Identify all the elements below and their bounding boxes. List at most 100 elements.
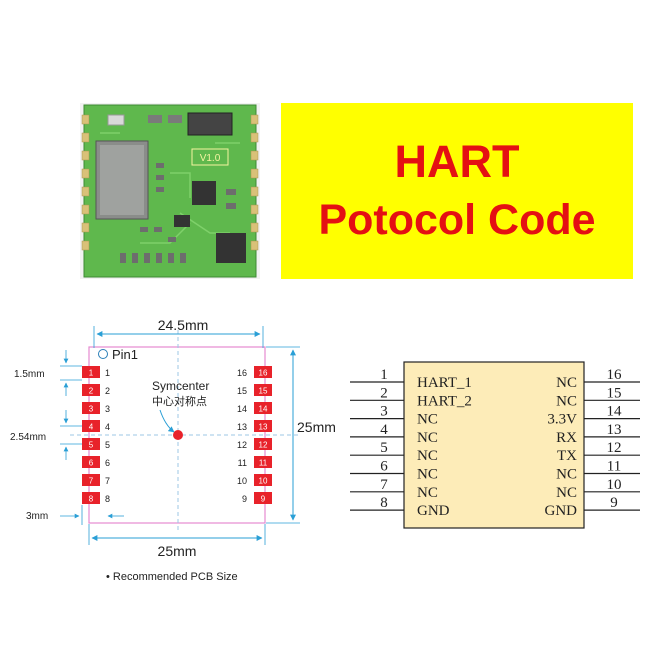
pad-number-inner: 16 — [259, 369, 268, 378]
pad-right-16 — [254, 366, 272, 378]
pad-number-inner: 5 — [89, 441, 94, 450]
pad-number-inner: 13 — [259, 423, 268, 432]
pin-number-left: 1 — [380, 367, 388, 383]
pad-number-label: 4 — [105, 422, 110, 432]
pin-name-left: HART_1 — [417, 375, 472, 391]
pin-number-left: 4 — [380, 422, 388, 438]
pad-number-inner: 10 — [259, 477, 268, 486]
pin-name-right: RX — [556, 430, 577, 446]
pin-number-left: 5 — [380, 440, 388, 456]
dim-width-top: 24.5mm — [158, 317, 209, 333]
pad-number-label: 3 — [105, 404, 110, 414]
pad-left-5 — [82, 438, 100, 450]
pin-number-right: 10 — [607, 477, 622, 493]
pin-name-left: GND — [417, 503, 450, 519]
title-line-1: HART — [394, 136, 520, 187]
pad-number-label: 9 — [242, 494, 247, 504]
pin-number-right: 13 — [607, 422, 622, 438]
pad-number-label: 7 — [105, 476, 110, 486]
dim-pad-width: 3mm — [26, 511, 48, 522]
pin-name-right: 3.3V — [547, 412, 577, 428]
pad-right-10 — [254, 474, 272, 486]
pad-left-2 — [82, 384, 100, 396]
pad-number-inner: 3 — [89, 405, 94, 414]
pin-number-right: 11 — [607, 459, 621, 475]
pad-left-4 — [82, 420, 100, 432]
pad-right-9 — [254, 492, 272, 504]
pad-right-13 — [254, 420, 272, 432]
title-line-2: Potocol Code — [318, 196, 596, 244]
pad-number-inner: 11 — [259, 459, 268, 468]
pad-left-8 — [82, 492, 100, 504]
pad-number-label: 13 — [237, 422, 247, 432]
pad-number-label: 5 — [105, 440, 110, 450]
dim-pitch: 2.54mm — [10, 432, 46, 443]
pad-number-inner: 7 — [89, 477, 94, 486]
pad-right-11 — [254, 456, 272, 468]
pin-name-right: NC — [556, 375, 577, 391]
pin-name-left: NC — [417, 430, 438, 446]
pad-number-inner: 9 — [261, 495, 266, 504]
pin-name-right: TX — [557, 448, 577, 464]
dim-pad-height: 1.5mm — [14, 369, 45, 380]
pin-name-left: NC — [417, 448, 438, 464]
pin-number-right: 15 — [607, 385, 622, 401]
pad-left-7 — [82, 474, 100, 486]
recommended-size-note: • Recommended PCB Size — [106, 571, 238, 583]
pin-name-left: HART_2 — [417, 393, 472, 409]
pin-number-right: 16 — [607, 367, 623, 383]
pad-number-inner: 8 — [89, 495, 94, 504]
dim-width-bottom: 25mm — [158, 543, 197, 559]
pin-number-right: 12 — [607, 440, 622, 456]
pad-number-label: 12 — [237, 440, 247, 450]
silkscreen-version: V1.0 — [200, 153, 221, 164]
pad-number-inner: 1 — [89, 369, 94, 378]
pad-right-14 — [254, 402, 272, 414]
pin-name-left: NC — [417, 467, 438, 483]
ic-body — [403, 361, 585, 529]
pin-name-right: NC — [556, 485, 577, 501]
pad-number-label: 16 — [237, 368, 247, 378]
title-banner — [281, 103, 633, 279]
pad-number-label: 14 — [237, 404, 247, 414]
pad-number-inner: 14 — [259, 405, 268, 414]
pad-number-inner: 15 — [259, 387, 268, 396]
dim-height: 25mm — [297, 419, 336, 435]
pad-number-label: 8 — [105, 494, 110, 504]
pin-name-left: NC — [417, 485, 438, 501]
pad-number-label: 6 — [105, 458, 110, 468]
pad-number-inner: 12 — [259, 441, 268, 450]
pad-number-label: 2 — [105, 386, 110, 396]
pad-number-inner: 2 — [89, 387, 94, 396]
symcenter-label: Symcenter — [152, 379, 209, 393]
pad-right-15 — [254, 384, 272, 396]
pin-number-left: 8 — [380, 495, 388, 511]
symcenter-dot — [173, 430, 183, 440]
pad-number-label: 10 — [237, 476, 247, 486]
pad-left-1 — [82, 366, 100, 378]
symcenter-cn-label: 中心对称点 — [152, 394, 207, 408]
pin-number-left: 7 — [380, 477, 388, 493]
pad-number-label: 15 — [237, 386, 247, 396]
pin-number-right: 9 — [610, 495, 618, 511]
pin-name-left: NC — [417, 412, 438, 428]
pin-number-left: 2 — [380, 385, 388, 401]
pin-name-right: GND — [545, 503, 578, 519]
module-outline — [88, 346, 266, 524]
pad-left-6 — [82, 456, 100, 468]
pin-name-right: NC — [556, 393, 577, 409]
pad-number-label: 1 — [105, 368, 110, 378]
pad-number-inner: 4 — [89, 423, 94, 432]
pin-number-right: 14 — [607, 404, 623, 420]
pin-name-right: NC — [556, 467, 577, 483]
pad-right-12 — [254, 438, 272, 450]
pad-number-inner: 6 — [89, 459, 94, 468]
pcb-module-photo: V1.0 — [80, 103, 260, 279]
pad-number-label: 11 — [238, 458, 247, 468]
pin-number-left: 6 — [380, 459, 388, 475]
pad-left-3 — [82, 402, 100, 414]
pin-number-left: 3 — [380, 404, 388, 420]
pin1-label: Pin1 — [112, 347, 138, 362]
